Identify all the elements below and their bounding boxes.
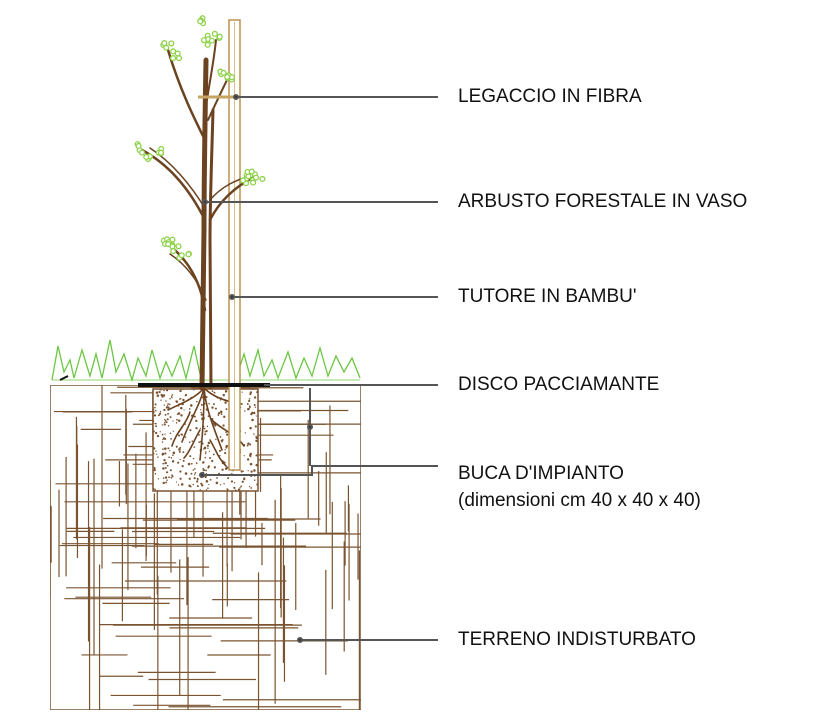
label-undisturbed-soil: TERRENO INDISTURBATO	[458, 629, 696, 650]
leader-tie-dot	[233, 94, 239, 100]
leaf-clusters	[134, 15, 266, 261]
label-fibre-tie: LEGACCIO IN FIBRA	[458, 86, 642, 107]
leader-shrub-dot	[202, 199, 208, 205]
label-forest-shrub: ARBUSTO FORESTALE IN VASO	[458, 191, 748, 212]
leader-soil-dot	[297, 637, 303, 643]
leader-stake-dot	[229, 294, 235, 300]
label-mulch-disc: DISCO PACCIAMANTE	[458, 374, 660, 395]
label-bamboo-stake: TUTORE IN BAMBU'	[458, 286, 637, 307]
label-hole-dimensions: (dimensioni cm 40 x 40 x 40)	[458, 490, 701, 511]
leader-hole	[202, 465, 438, 476]
grass	[51, 339, 361, 383]
bamboo-stake	[228, 19, 241, 471]
leader-hole-dot	[199, 472, 205, 478]
leader-lines	[199, 94, 438, 643]
label-planting-hole: BUCA D'IMPIANTO	[458, 463, 624, 484]
grass-marker	[59, 375, 69, 381]
hole-depth-dot	[307, 424, 313, 430]
